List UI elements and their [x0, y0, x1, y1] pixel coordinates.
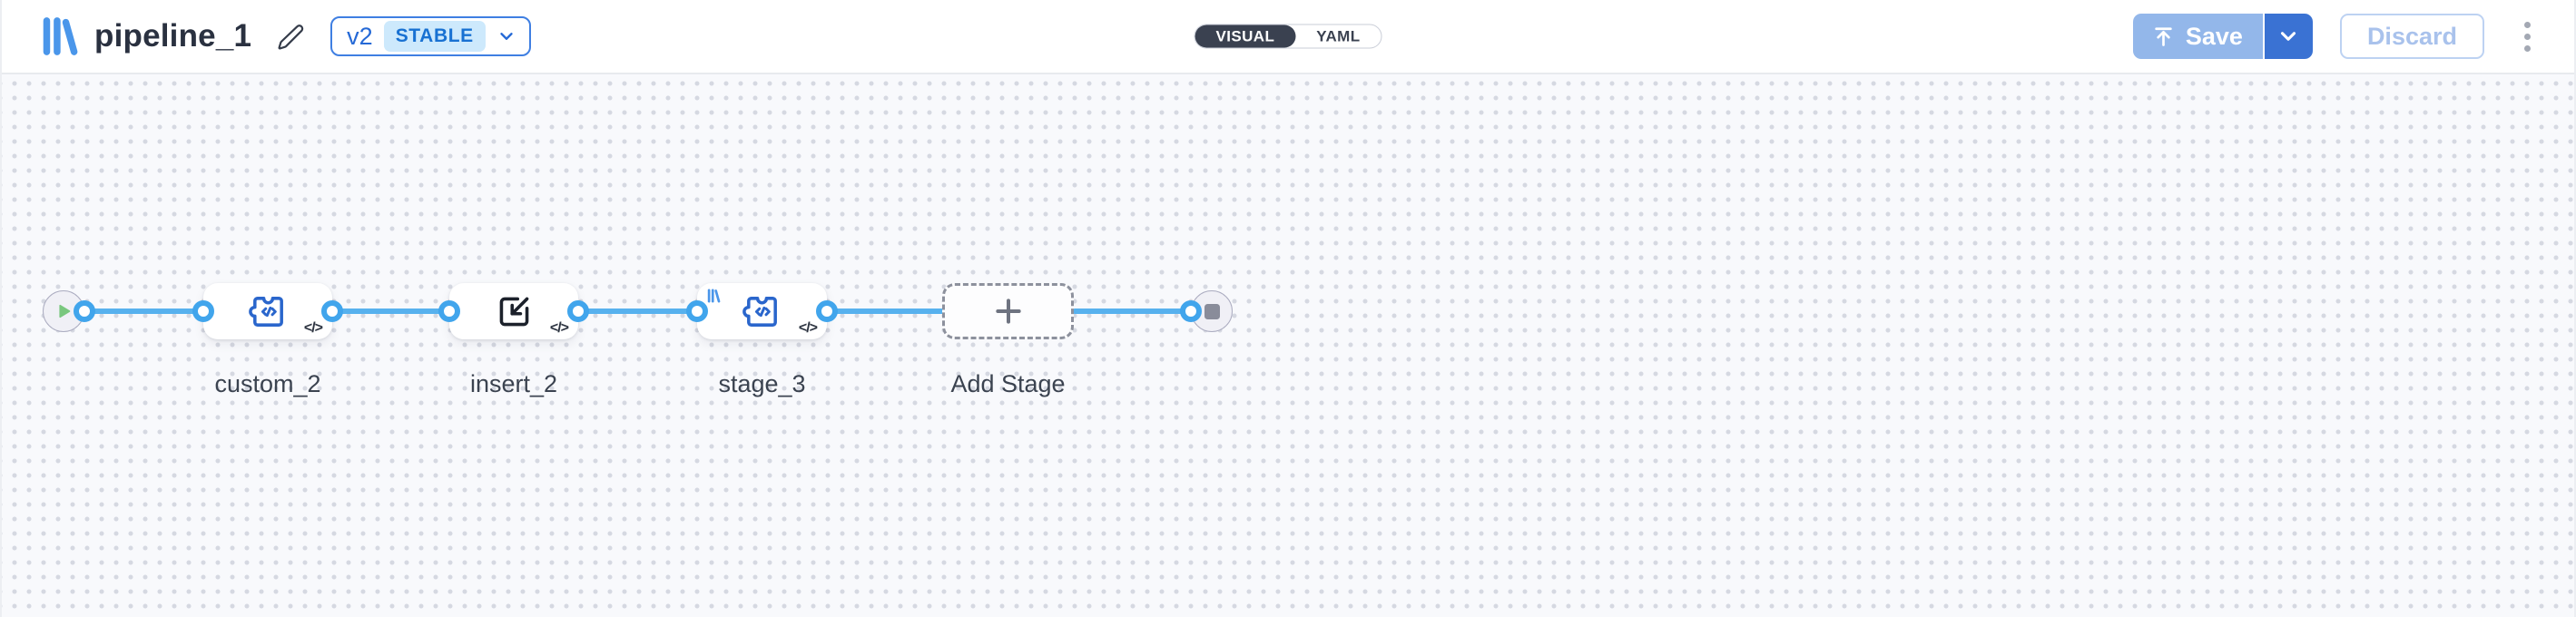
library-logo-icon [43, 17, 78, 55]
edge-custom2-insert2 [330, 308, 452, 314]
stage-stage-3: </> stage_3 [697, 283, 827, 398]
port-start-out[interactable] [74, 300, 95, 322]
port-stage3-out[interactable] [816, 300, 838, 322]
library-logo-icon [707, 289, 721, 303]
code-badge: </> [549, 320, 569, 336]
start-node[interactable] [43, 290, 84, 332]
port-custom2-in[interactable] [192, 300, 214, 322]
more-options-button[interactable] [2515, 15, 2540, 59]
pipeline-canvas[interactable]: </> custom_2 </> insert_2 [2, 74, 2574, 617]
version-selector[interactable]: v2 STABLE [330, 16, 531, 56]
stage-label: custom_2 [214, 370, 321, 397]
chevron-down-icon [2281, 32, 2296, 41]
stage-card-stage-3[interactable]: </> [697, 283, 827, 339]
code-badge: </> [798, 320, 818, 336]
stage-label: Add Stage [950, 370, 1066, 397]
header-actions: Save Discard [2132, 14, 2540, 59]
port-stage3-in[interactable] [686, 300, 708, 322]
pencil-icon [278, 24, 304, 49]
chevron-down-icon [500, 33, 513, 40]
upload-icon [2155, 26, 2172, 46]
stage-insert-2: </> insert_2 [449, 283, 578, 398]
port-custom2-out[interactable] [321, 300, 343, 322]
plus-icon [995, 299, 1021, 324]
save-button-label: Save [2185, 22, 2243, 50]
discard-button[interactable]: Discard [2339, 14, 2484, 59]
version-status-badge: STABLE [383, 21, 486, 52]
stage-custom-2: </> custom_2 [203, 283, 332, 398]
header-left: pipeline_1 v2 STABLE [36, 14, 531, 59]
tab-yaml[interactable]: YAML [1295, 25, 1381, 48]
stage-label: insert_2 [469, 370, 558, 397]
add-stage-button[interactable] [942, 283, 1074, 339]
stop-icon [1204, 303, 1220, 319]
edge-start-custom2 [64, 308, 207, 314]
import-icon [499, 297, 528, 326]
code-badge: </> [303, 320, 323, 336]
stage-card-custom-2[interactable]: </> [203, 283, 332, 339]
port-insert2-out[interactable] [567, 300, 589, 322]
page-title: pipeline_1 [94, 18, 252, 54]
header: pipeline_1 v2 STABLE VISUAL YAML [2, 0, 2574, 74]
view-mode-toggle: VISUAL YAML [1194, 24, 1382, 49]
stage-label: stage_3 [718, 370, 806, 397]
edge-stage3-addstage [825, 308, 945, 314]
save-options-button[interactable] [2262, 14, 2313, 59]
port-insert2-in[interactable] [438, 300, 460, 322]
brand: pipeline_1 [36, 14, 251, 59]
save-button[interactable]: Save [2132, 14, 2263, 59]
edge-insert2-stage3 [576, 308, 700, 314]
version-label: v2 [347, 22, 373, 50]
stage-add-placeholder: Add Stage [942, 283, 1074, 398]
stage-card-insert-2[interactable]: </> [449, 283, 578, 339]
edge-addstage-end [1072, 308, 1194, 314]
tab-visual[interactable]: VISUAL [1195, 24, 1296, 48]
end-node[interactable] [1191, 290, 1233, 332]
port-end-in[interactable] [1180, 300, 1202, 322]
save-split-button: Save [2132, 14, 2313, 59]
puzzle-code-icon [248, 296, 283, 327]
puzzle-code-icon [742, 296, 777, 327]
edit-title-button[interactable] [275, 21, 307, 53]
kebab-dot [2524, 44, 2531, 52]
kebab-dot [2524, 33, 2531, 40]
play-icon [59, 304, 71, 318]
kebab-dot [2524, 21, 2531, 28]
